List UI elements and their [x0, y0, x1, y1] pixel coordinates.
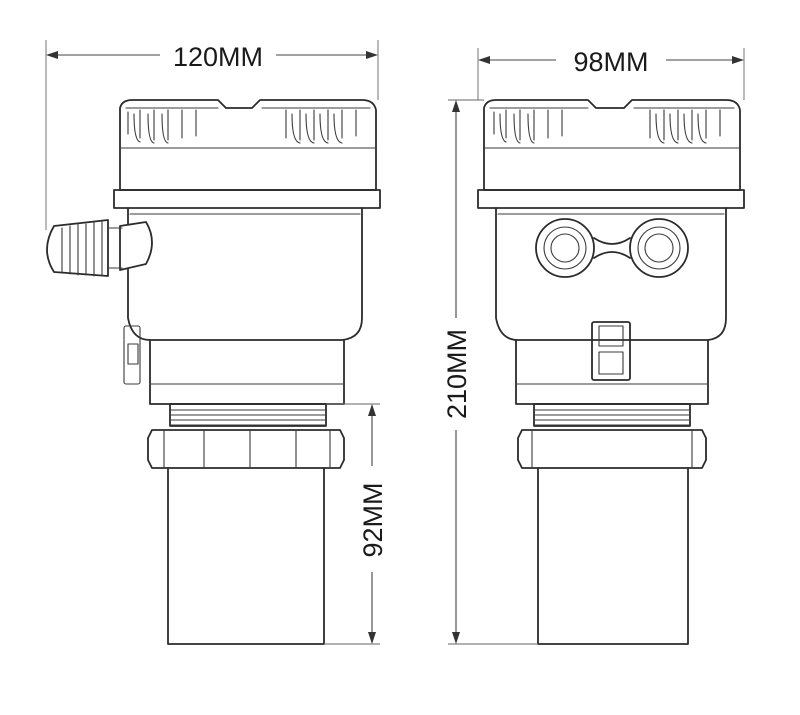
dimension-side-width: [45, 40, 379, 230]
front-view-latch: [591, 321, 631, 381]
cable-gland: [46, 219, 153, 277]
front-view-nut: [517, 429, 707, 469]
dimension-label-probe-height: 92MM: [358, 482, 388, 557]
dimension-total-height: [448, 99, 538, 645]
dimension-label-total-height: 210MM: [442, 329, 472, 419]
front-view-cable-entries: [535, 218, 689, 278]
side-view-nut: [147, 429, 345, 469]
side-view-neck: [149, 339, 345, 405]
front-view-lid: [483, 99, 741, 191]
side-view: [46, 99, 381, 645]
front-view-thread: [533, 403, 691, 427]
side-view-lid: [119, 99, 377, 191]
dimension-front-width: [477, 48, 745, 100]
front-view-neck: [515, 339, 709, 405]
side-view-housing: [127, 207, 363, 341]
dimension-label-side-width: 120MM: [173, 42, 263, 72]
dimension-probe-height: [324, 403, 380, 645]
side-view-lid-band: [113, 189, 381, 209]
front-view-lid-band: [477, 189, 745, 209]
front-view-housing: [495, 207, 727, 341]
front-view: [477, 99, 745, 645]
dimension-label-front-width: 98MM: [573, 47, 648, 77]
side-view-probe: [167, 467, 325, 645]
side-view-thread: [169, 403, 327, 427]
front-view-probe: [537, 467, 689, 645]
